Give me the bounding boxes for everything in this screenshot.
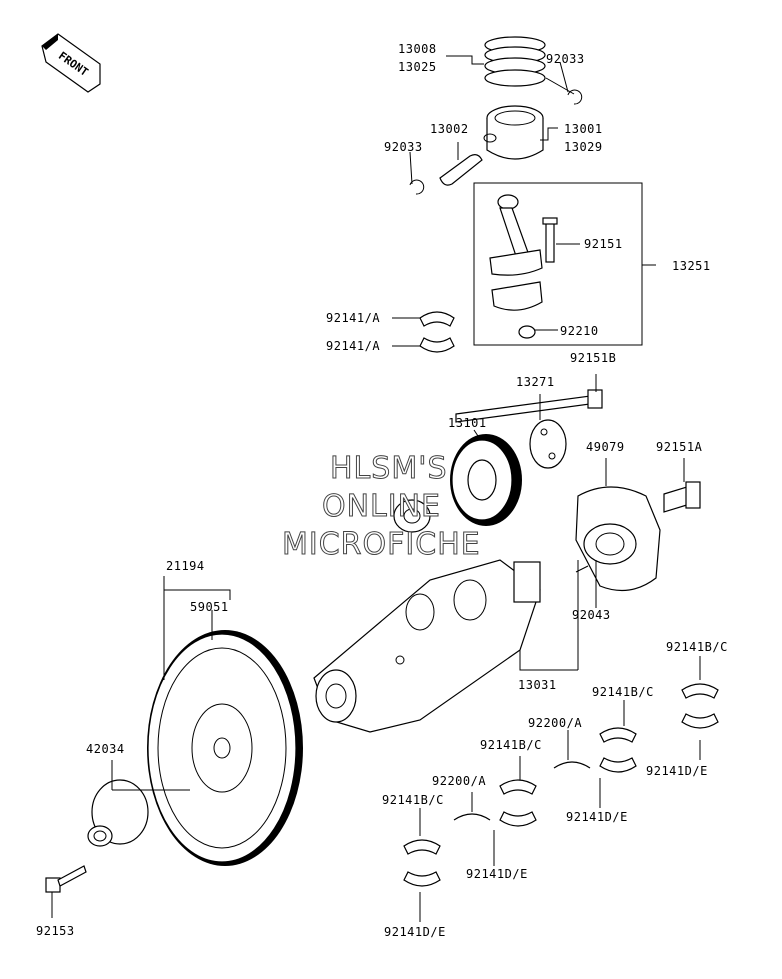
part-labels: 13008 13025 92033 13002 13001 13029 9203… [36,42,728,939]
part-label: 92141B/C [480,738,542,752]
part-label: 92141D/E [466,867,528,881]
watermark-line: ONLINE [322,489,441,524]
flywheel [147,630,303,866]
part-label: 92141B/C [592,685,654,699]
part-label: 13031 [518,678,557,692]
oil-pump-housing [575,486,661,592]
piston-pin [439,154,483,186]
part-label: 92141B/C [382,793,444,807]
piston [483,105,544,160]
bolt [455,389,603,423]
part-label: 92033 [546,52,585,66]
part-label: 49079 [586,440,625,454]
part-label: 92141D/E [566,810,628,824]
front-arrow-icon: FRONT [41,33,101,93]
coupling [87,779,149,847]
conrod-assembly-box [473,182,643,346]
main-bearings [403,683,719,887]
part-label: 92153 [36,924,75,938]
part-label: 92141D/E [384,925,446,939]
flange-bolt [663,481,701,513]
part-label: 59051 [190,600,229,614]
part-label: 92151B [570,351,616,365]
watermark: HLSM'S ONLINE MICROFICHE [282,451,481,563]
part-label: 13008 [398,42,437,56]
part-label: 92141/A [326,311,380,325]
part-label: 13101 [448,416,487,430]
conrod-bearings [419,311,455,353]
part-label: 13029 [564,140,603,154]
part-label: 13251 [672,259,711,273]
gear-hub [393,499,431,533]
connecting-rod [489,194,558,339]
thrust-plate [529,419,567,469]
part-label: 92151 [584,237,623,251]
flywheel-bolt [45,865,87,893]
watermark-line: MICROFICHE [282,527,481,562]
part-label: 92141/A [326,339,380,353]
part-label: 13002 [430,122,469,136]
part-label: 21194 [166,559,205,573]
part-label: 92200/A [432,774,486,788]
part-label: 13271 [516,375,555,389]
part-label: 92151A [656,440,703,454]
leader-lines [51,55,701,922]
part-label: 92200/A [528,716,582,730]
piston-rings [484,36,546,87]
part-label: 92033 [384,140,423,154]
idler-gear [450,434,522,526]
part-label: 92141B/C [666,640,728,654]
part-label: 13025 [398,60,437,74]
part-label: 92141D/E [646,764,708,778]
part-label: 92210 [560,324,599,338]
part-label: 92043 [572,608,611,622]
watermark-line: HLSM'S [330,451,448,486]
crankshaft [313,559,541,733]
part-label: 42034 [86,742,125,756]
part-label: 13001 [564,122,603,136]
